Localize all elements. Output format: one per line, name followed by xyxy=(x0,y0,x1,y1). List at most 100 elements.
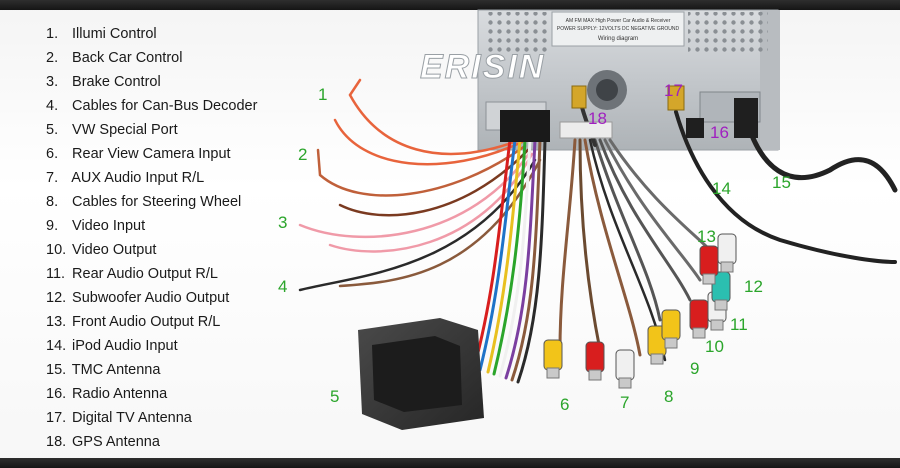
legend-item-label: Subwoofer Audio Output xyxy=(72,290,230,306)
callout-14: 14 xyxy=(712,179,731,198)
legend-item-number: 6. xyxy=(46,146,59,162)
legend-item-label: Video Output xyxy=(72,242,157,258)
legend-item: 14. iPod Audio Input xyxy=(46,334,257,358)
legend-item-label: Digital TV Antenna xyxy=(72,410,192,426)
legend-item-number: 8. xyxy=(46,194,59,210)
legend-item-label: VW Special Port xyxy=(72,122,178,138)
callout-15: 15 xyxy=(772,173,791,192)
legend-item-label: Illumi Control xyxy=(72,26,157,42)
legend-item-number: 15. xyxy=(46,362,67,378)
legend-item-label: Cables for Steering Wheel xyxy=(72,194,242,210)
callout-7: 7 xyxy=(620,393,629,412)
rca-plug-aux-right xyxy=(585,341,605,381)
callout-4: 4 xyxy=(278,277,287,296)
rca-plug-front-right xyxy=(699,245,719,285)
label-line-2: POWER SUPPLY: 12VOLTS DC NEGATIVE GROUND xyxy=(557,26,680,32)
callout-17: 17 xyxy=(664,81,683,100)
bottom-border-bar xyxy=(0,458,900,468)
legend-item: 11. Rear Audio Output R/L xyxy=(46,262,257,286)
callout-2: 2 xyxy=(298,145,307,164)
vent-grille-left xyxy=(488,12,548,56)
rca-plug-group xyxy=(543,233,737,389)
main-harness-plug xyxy=(500,110,550,142)
legend-item: 16. Radio Antenna xyxy=(46,382,257,406)
top-border-bar xyxy=(0,0,900,10)
tmc-antenna-plug xyxy=(734,98,758,138)
legend-item: 1. Illumi Control xyxy=(46,22,257,46)
legend-item-number: 18. xyxy=(46,434,67,450)
legend-item-label: TMC Antenna xyxy=(71,362,161,378)
legend-item: 15. TMC Antenna xyxy=(46,358,257,382)
antenna-sockets xyxy=(500,85,758,142)
legend-item-number: 16. xyxy=(46,386,67,402)
legend-item-label: Cables for Can-Bus Decoder xyxy=(72,98,258,114)
callout-13: 13 xyxy=(697,227,716,246)
legend-item-number: 7. xyxy=(46,170,59,186)
vw-special-port xyxy=(358,318,484,430)
legend-item: 12. Subwoofer Audio Output xyxy=(46,286,257,310)
legend-item: 4. Cables for Can-Bus Decoder xyxy=(46,94,257,118)
rca-plug-rear-right xyxy=(689,299,709,339)
callout-10: 10 xyxy=(705,337,724,356)
legend-item-number: 5. xyxy=(46,122,59,138)
legend-item: 6. Rear View Camera Input xyxy=(46,142,257,166)
label-line-1: AM FM MAX High Power Car Audio & Receive… xyxy=(566,18,671,24)
wiring-harness xyxy=(298,78,898,384)
callout-11: 11 xyxy=(730,315,748,334)
callout-5: 5 xyxy=(330,387,339,406)
legend-item-number: 2. xyxy=(46,50,59,66)
legend-item: 8. Cables for Steering Wheel xyxy=(46,190,257,214)
callout-3: 3 xyxy=(278,213,287,232)
legend-item-number: 14. xyxy=(46,338,67,354)
legend-item: 5. VW Special Port xyxy=(46,118,257,142)
legend-item: 7. AUX Audio Input R/L xyxy=(46,166,257,190)
legend-item-label: Front Audio Output R/L xyxy=(72,314,221,330)
legend-item-number: 4. xyxy=(46,98,59,114)
label-line-3: Wiring diagram xyxy=(598,36,638,42)
callout-16: 16 xyxy=(710,123,729,142)
legend-item: 18. GPS Antenna xyxy=(46,430,257,454)
legend-item-label: Rear Audio Output R/L xyxy=(72,266,218,282)
legend-item-number: 1. xyxy=(46,26,59,42)
legend-item: 2. Back Car Control xyxy=(46,46,257,70)
legend-item-number: 11. xyxy=(46,266,66,282)
callout-18: 18 xyxy=(588,109,607,128)
legend-item-label: Radio Antenna xyxy=(72,386,168,402)
rca-plug-subwoofer xyxy=(711,271,731,311)
rca-plug-aux-left xyxy=(615,349,635,389)
legend-item-label: Video Input xyxy=(72,218,146,234)
legend-item-number: 13. xyxy=(46,314,67,330)
legend-item-label: Brake Control xyxy=(72,74,161,90)
legend-item-label: iPod Audio Input xyxy=(72,338,178,354)
legend-item-number: 12. xyxy=(46,290,67,306)
rca-plug-front-left xyxy=(717,233,737,273)
legend-item-label: AUX Audio Input R/L xyxy=(71,170,205,186)
rca-plug-camera-input xyxy=(543,339,563,379)
legend-item-number: 3. xyxy=(46,74,59,90)
radio-antenna-plug xyxy=(686,118,704,138)
rca-plug-video-output xyxy=(661,309,681,349)
callout-6: 6 xyxy=(560,395,569,414)
legend-item-label: Back Car Control xyxy=(72,50,183,66)
legend-item: 3. Brake Control xyxy=(46,70,257,94)
legend-item-label: Rear View Camera Input xyxy=(72,146,231,162)
callout-12: 12 xyxy=(744,277,763,296)
legend-item: 9. Video Input xyxy=(46,214,257,238)
callout-9: 9 xyxy=(690,359,699,378)
legend-item-number: 10. xyxy=(46,242,67,258)
legend-item-label: GPS Antenna xyxy=(72,434,160,450)
legend-item-number: 17. xyxy=(46,410,67,426)
callouts: 1 2 3 4 5 6 7 8 9 10 11 12 13 14 15 16 1… xyxy=(278,81,791,414)
wiring-label-sticker xyxy=(551,11,685,47)
callout-1: 1 xyxy=(318,85,327,104)
head-unit-chassis: AM FM MAX High Power Car Audio & Receive… xyxy=(477,9,780,151)
brand-watermark: ERISIN xyxy=(420,48,545,86)
callout-8: 8 xyxy=(664,387,673,406)
vent-grille-right xyxy=(688,12,768,56)
legend-item: 13. Front Audio Output R/L xyxy=(46,310,257,334)
legend-item: 17. Digital TV Antenna xyxy=(46,406,257,430)
legend-item: 10. Video Output xyxy=(46,238,257,262)
legend-item-number: 9. xyxy=(46,218,59,234)
